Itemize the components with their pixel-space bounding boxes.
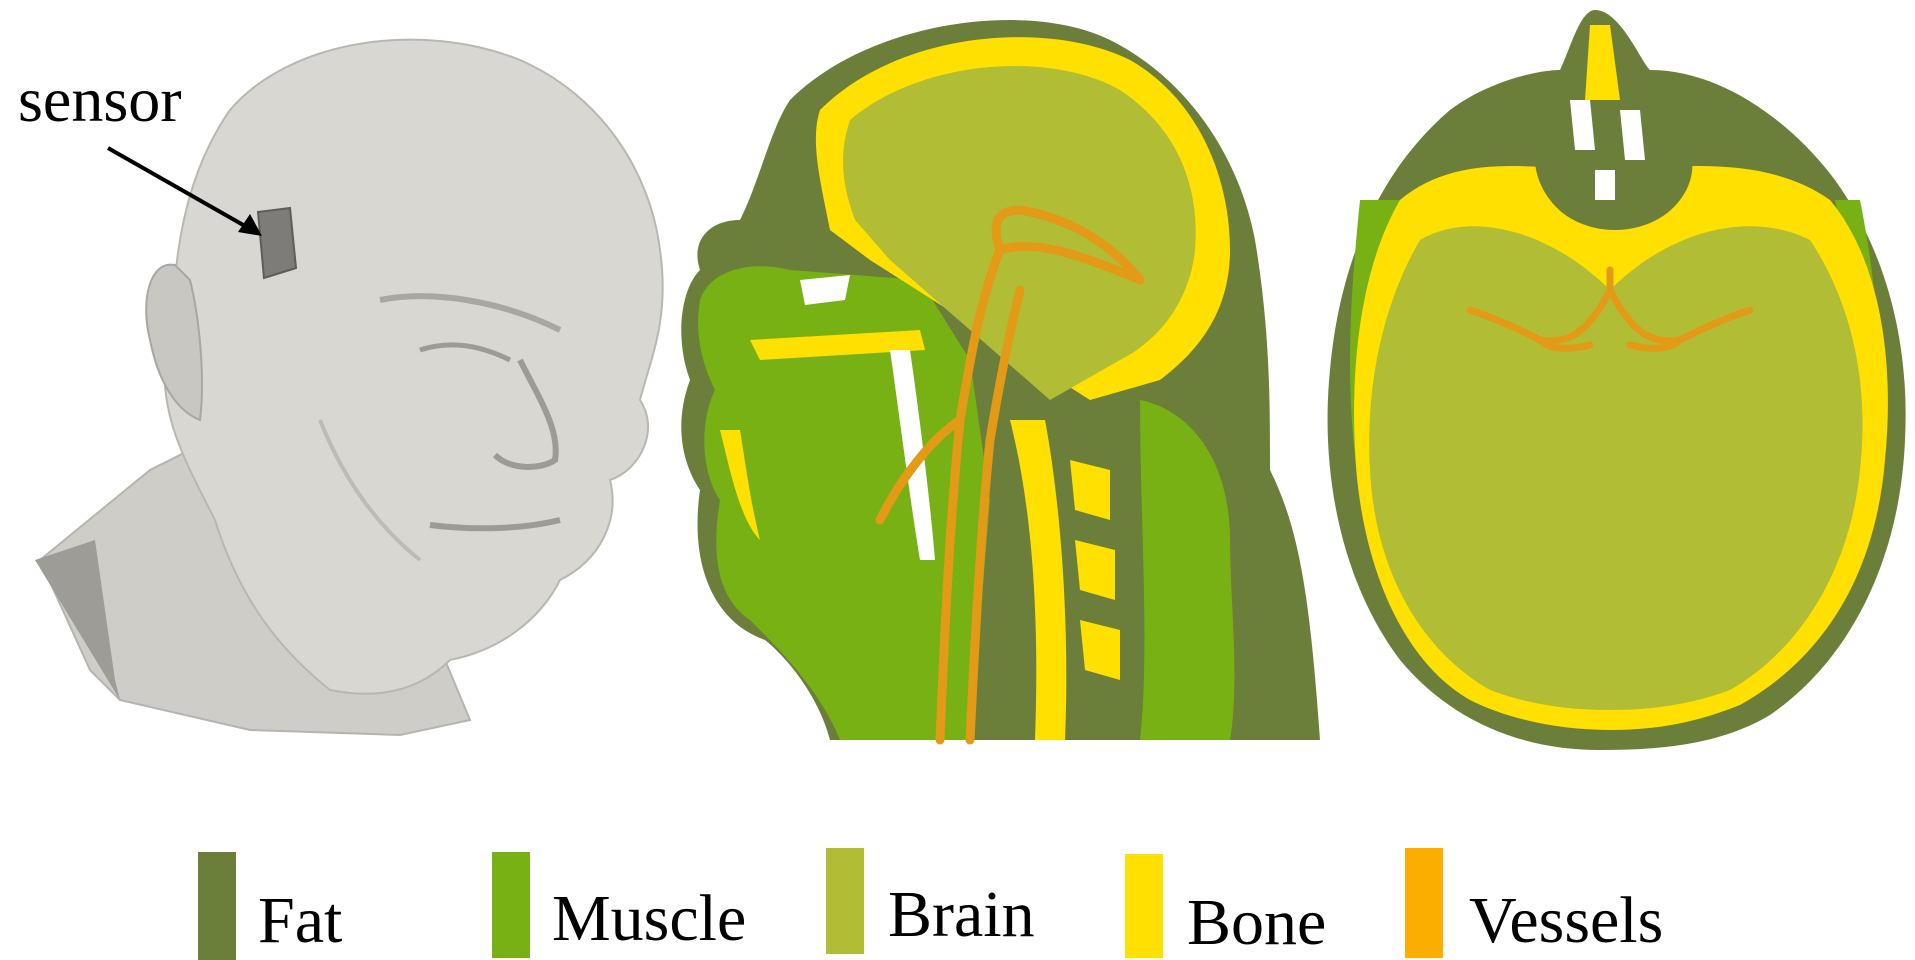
axial-section	[1320, 0, 1915, 760]
head-3d-model-panel: sensor	[0, 0, 690, 760]
legend-swatch-bone	[1125, 854, 1163, 958]
legend-swatch-brain	[826, 848, 864, 954]
sagittal-section-panel	[670, 0, 1340, 760]
legend-label-muscle: Muscle	[552, 886, 746, 952]
legend-swatch-muscle	[492, 852, 530, 958]
sensor-label: sensor	[18, 68, 182, 132]
legend-swatch-fat	[198, 852, 236, 960]
legend-label-vessels: Vessels	[1469, 888, 1663, 954]
sensor-patch	[258, 208, 296, 278]
legend-label-brain: Brain	[888, 882, 1035, 948]
axial-section-panel	[1320, 0, 1915, 760]
sagittal-section	[670, 0, 1340, 760]
legend-swatch-vessels	[1405, 848, 1443, 958]
tissue-legend: Fat Muscle Brain Bone Vessels	[0, 840, 1915, 959]
legend-label-bone: Bone	[1187, 890, 1326, 956]
legend-label-fat: Fat	[258, 888, 342, 954]
